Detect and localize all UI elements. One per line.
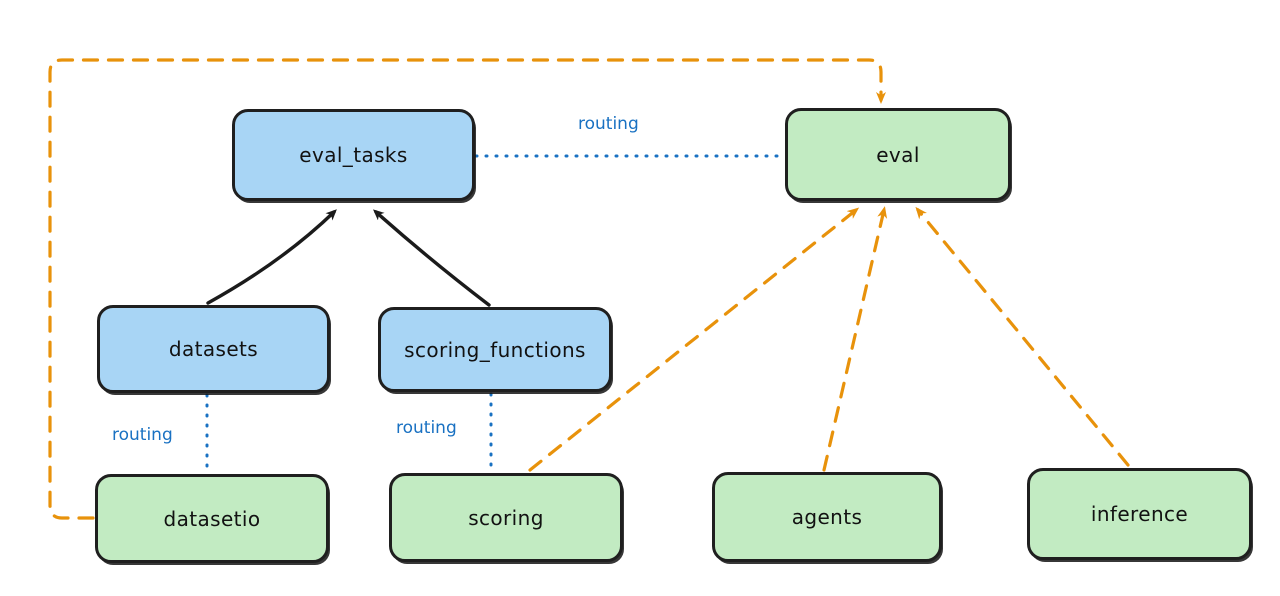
node-label: datasetio: [163, 506, 261, 531]
node-label: scoring: [468, 505, 544, 530]
node-inference[interactable]: inference: [1027, 468, 1252, 560]
edge-label-routing-eval-tasks-eval: routing: [578, 114, 639, 134]
edge-datasets-to-eval-tasks: [206, 209, 337, 305]
edge-datasetio-to-eval: [48, 58, 886, 520]
node-label: inference: [1090, 502, 1189, 526]
node-scoring-functions[interactable]: scoring_functions: [378, 307, 612, 392]
edge-agents-to-eval: [822, 206, 888, 472]
node-agents[interactable]: agents: [712, 472, 942, 562]
edge-scoring-functions-to-eval-tasks: [373, 209, 491, 307]
node-scoring[interactable]: scoring: [389, 473, 623, 562]
node-datasetio[interactable]: datasetio: [95, 474, 329, 563]
node-label: eval: [876, 142, 920, 167]
node-eval-tasks[interactable]: eval_tasks: [232, 109, 475, 201]
edge-label-routing-scoring-functions-scoring: routing: [396, 418, 457, 438]
edge-scoring-to-eval: [528, 207, 860, 472]
node-label: scoring_functions: [404, 337, 586, 362]
edge-inference-to-eval: [915, 206, 1130, 467]
node-datasets[interactable]: datasets: [97, 305, 330, 393]
edge-label-routing-datasets-datasetio: routing: [112, 425, 173, 445]
node-label: eval_tasks: [299, 143, 408, 167]
node-label: datasets: [168, 337, 259, 361]
node-eval[interactable]: eval: [785, 108, 1011, 201]
node-label: agents: [791, 505, 863, 529]
